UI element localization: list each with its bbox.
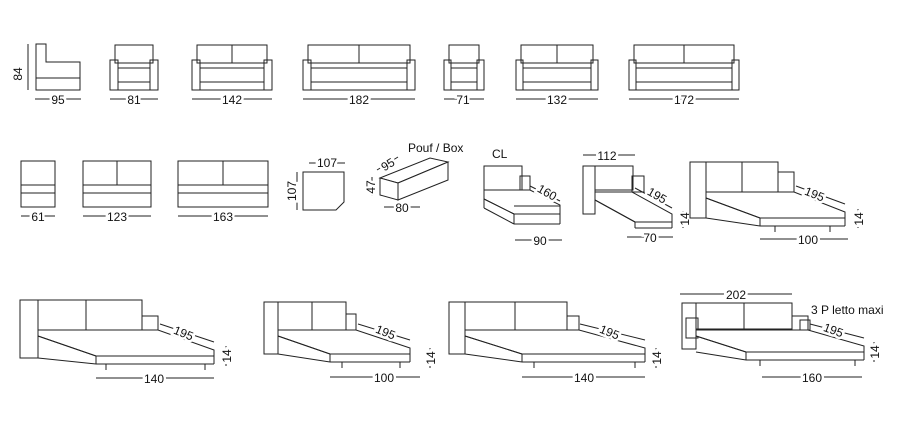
dim-width-80: 80 <box>395 201 409 215</box>
dim-width-163: 163 <box>213 210 233 224</box>
corner-module-top-view: 107 107 <box>283 154 345 211</box>
dim-top-112: 112 <box>597 149 616 163</box>
dim-width-140-b: 140 <box>574 371 594 385</box>
sofa-large-front-view: 182 <box>302 44 416 110</box>
dim-width-81: 81 <box>127 93 141 107</box>
sofa-bed-3p-letto-maxi: 202 3 P letto maxi 195 160 14 <box>680 286 885 388</box>
dim-width-100-a: 100 <box>798 233 818 247</box>
dim-height-84: 84 <box>11 67 25 81</box>
dim-height-14-f: 14 <box>868 345 882 359</box>
seat-module-large: 163 <box>177 160 269 227</box>
pouf-box-label: Pouf / Box <box>408 141 463 155</box>
sofa-bed-100-row3: 195 100 14 <box>263 301 441 388</box>
sofa-2-seat-front-view: 142 <box>191 44 273 110</box>
armchair-small-front-view: 71 <box>443 44 485 110</box>
dim-height-14-d: 14 <box>424 351 438 365</box>
dim-height-14-e: 14 <box>650 351 664 365</box>
dim-width-142: 142 <box>222 93 242 107</box>
dim-width-71: 71 <box>456 93 470 107</box>
armchair-bed-open: 112 195 70 14 <box>582 147 695 248</box>
dim-depth-107: 107 <box>285 181 299 201</box>
dim-width-132: 132 <box>547 93 567 107</box>
dim-width-172: 172 <box>674 93 694 107</box>
seat-module-double: 123 <box>82 160 152 227</box>
dim-width-140-a: 140 <box>144 372 164 386</box>
dim-height-14-c: 14 <box>220 349 234 363</box>
sofa-bed-100-row2: 195 100 14 <box>689 161 869 250</box>
cl-label: CL <box>492 147 508 161</box>
dim-width-107: 107 <box>317 156 337 170</box>
pouf-box-module: Pouf / Box 95 47 80 <box>362 141 464 218</box>
sofa-132-front-view: 132 <box>515 44 599 110</box>
dim-width-95: 95 <box>51 93 65 107</box>
dim-width-70: 70 <box>643 231 657 245</box>
dim-width-123: 123 <box>107 210 127 224</box>
sofa-172-front-view: 172 <box>628 44 740 110</box>
seat-module-single: 61 <box>20 160 56 227</box>
dim-width-182: 182 <box>349 93 369 107</box>
sofa-bed-140-right: 195 140 14 <box>448 301 667 388</box>
armchair-front-view: 81 <box>109 44 159 110</box>
dim-width-90: 90 <box>533 234 547 248</box>
dim-width-61: 61 <box>31 210 45 224</box>
letto-maxi-label: 3 P letto maxi <box>811 303 883 317</box>
dim-height-14-b: 14 <box>852 212 866 226</box>
chaise-longue-cl: CL 160 90 <box>483 147 562 251</box>
dim-width-100-b: 100 <box>374 371 394 385</box>
dim-top-202: 202 <box>726 288 746 302</box>
sofa-bed-140-left: 195 140 14 <box>19 299 237 389</box>
dim-depth-95: 95 <box>379 155 398 174</box>
armchair-side-view: 84 95 <box>11 43 81 110</box>
dim-height-47: 47 <box>364 180 378 194</box>
dim-width-160: 160 <box>802 371 822 385</box>
